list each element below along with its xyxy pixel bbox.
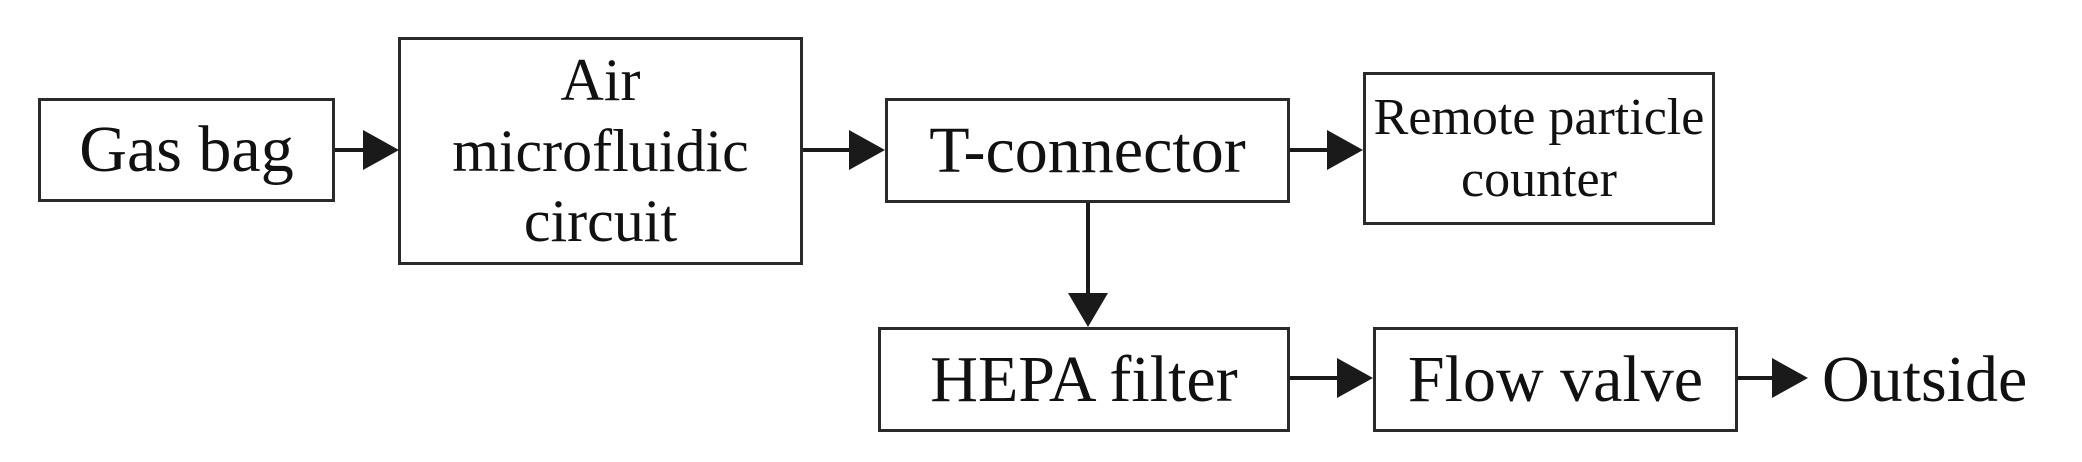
arrow-flow-valve-to-outside-shaft: [1738, 376, 1774, 380]
arrow-t-connector-to-hepa-filter-shaft: [1086, 203, 1090, 295]
node-air-circuit-label-line2: microfluidic: [452, 117, 749, 184]
arrow-down-icon: [1068, 293, 1108, 327]
node-air-microfluidic-circuit: Air microfluidic circuit: [398, 37, 803, 265]
arrow-right-icon: [1327, 130, 1363, 170]
node-hepa-filter-label: HEPA filter: [930, 342, 1238, 416]
node-remote-counter-label-line1: Remote particle: [1373, 89, 1705, 147]
node-t-connector: T-connector: [885, 98, 1290, 203]
arrow-right-icon: [1772, 358, 1808, 398]
arrow-gas-bag-to-air-circuit-shaft: [335, 148, 365, 152]
node-flow-valve: Flow valve: [1373, 327, 1738, 432]
node-hepa-filter: HEPA filter: [878, 327, 1290, 432]
node-flow-valve-label: Flow valve: [1407, 342, 1704, 416]
arrow-air-circuit-to-t-connector-shaft: [803, 148, 851, 152]
arrow-right-icon: [363, 130, 399, 170]
node-remote-counter-label-line2: counter: [1461, 150, 1617, 208]
arrow-right-icon: [1337, 358, 1373, 398]
arrow-right-icon: [849, 130, 885, 170]
node-gas-bag: Gas bag: [38, 98, 335, 202]
node-air-circuit-label-line1: Air: [560, 46, 641, 113]
arrow-hepa-filter-to-flow-valve-shaft: [1290, 376, 1339, 380]
arrow-t-connector-to-remote-counter-shaft: [1290, 148, 1329, 152]
node-air-circuit-label-line3: circuit: [523, 188, 678, 255]
node-t-connector-label: T-connector: [929, 113, 1246, 187]
node-remote-particle-counter: Remote particle counter: [1363, 72, 1715, 225]
node-outside: Outside: [1822, 327, 2062, 432]
node-gas-bag-label: Gas bag: [79, 113, 294, 187]
node-outside-label: Outside: [1822, 342, 2028, 416]
